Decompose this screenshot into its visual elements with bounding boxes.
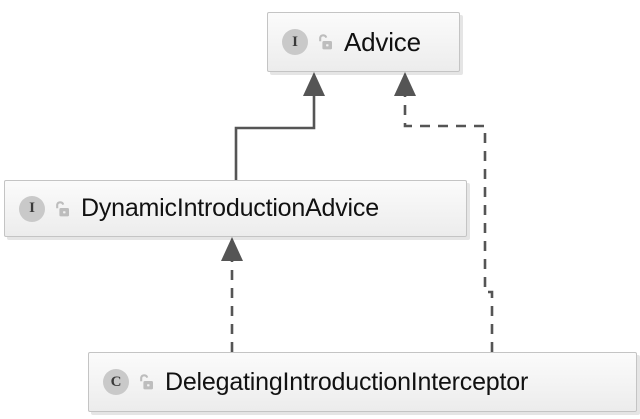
- edge-delegatingintroductioninterceptor-to-advice: [394, 72, 494, 352]
- unlocked-padlock-icon: [54, 200, 70, 218]
- node-title: DynamicIntroductionAdvice: [81, 194, 379, 222]
- unlocked-padlock-icon: [138, 373, 154, 391]
- interface-badge-icon: I: [19, 195, 45, 222]
- node-content: C DelegatingIntroductionInterceptor: [89, 368, 636, 397]
- uml-node-delegatingintroductioninterceptor[interactable]: C DelegatingIntroductionInterceptor: [88, 352, 637, 412]
- interface-badge-icon: I: [282, 29, 308, 55]
- node-title: Advice: [344, 26, 421, 57]
- node-title: DelegatingIntroductionInterceptor: [165, 367, 529, 396]
- uml-node-dynamicintroductionadvice[interactable]: I DynamicIntroductionAdvice: [4, 180, 467, 237]
- edge-delegatingintroductioninterceptor-to-dynamicintroductionadvice: [221, 237, 243, 352]
- unlocked-padlock-icon: [317, 33, 333, 51]
- class-badge-icon: C: [103, 369, 129, 395]
- node-content: I DynamicIntroductionAdvice: [5, 194, 466, 223]
- node-content: I Advice: [268, 27, 459, 58]
- edge-dynamicintroductionadvice-to-advice: [234, 72, 325, 180]
- uml-node-advice[interactable]: I Advice: [267, 12, 460, 72]
